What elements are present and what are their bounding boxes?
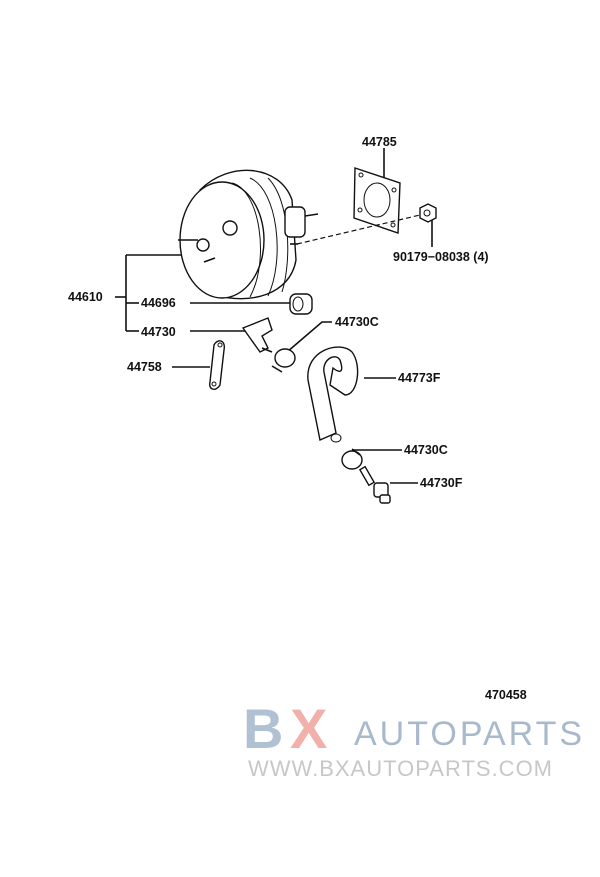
label-44610: 44610 bbox=[68, 290, 103, 304]
label-44785: 44785 bbox=[362, 135, 397, 149]
watermark-b: B bbox=[243, 697, 283, 760]
label-44730: 44730 bbox=[141, 325, 176, 339]
elbow-44730 bbox=[241, 317, 273, 353]
hose-44773f bbox=[307, 346, 359, 443]
label-90179-08038: 90179−08038 (4) bbox=[393, 250, 489, 264]
label-44758: 44758 bbox=[127, 360, 162, 374]
clamp-44730c-top bbox=[271, 348, 296, 373]
watermark-x: X bbox=[290, 697, 327, 760]
grommet-44696 bbox=[289, 293, 313, 315]
nut-90179 bbox=[419, 203, 437, 223]
label-44730c-bottom: 44730C bbox=[404, 443, 448, 457]
brake-booster bbox=[178, 169, 319, 300]
label-44730c-top: 44730C bbox=[335, 315, 379, 329]
illustration-number: 470458 bbox=[485, 688, 527, 702]
watermark-url: WWW.BXAUTOPARTS.COM bbox=[248, 756, 553, 781]
bracket-44758 bbox=[208, 340, 226, 390]
check-valve-44730f bbox=[358, 465, 391, 504]
gasket-44785 bbox=[353, 167, 401, 234]
clamp-44730c-bottom bbox=[341, 448, 363, 470]
dashed-leader bbox=[296, 214, 421, 245]
watermark-autoparts: AUTOPARTS bbox=[354, 715, 585, 753]
watermark-logo: B X AUTOPARTS WWW.BXAUTOPARTS.COM bbox=[243, 697, 585, 781]
label-44730f: 44730F bbox=[420, 476, 463, 490]
label-44696: 44696 bbox=[141, 296, 176, 310]
leader-lines bbox=[115, 148, 433, 484]
label-44773f: 44773F bbox=[398, 371, 441, 385]
